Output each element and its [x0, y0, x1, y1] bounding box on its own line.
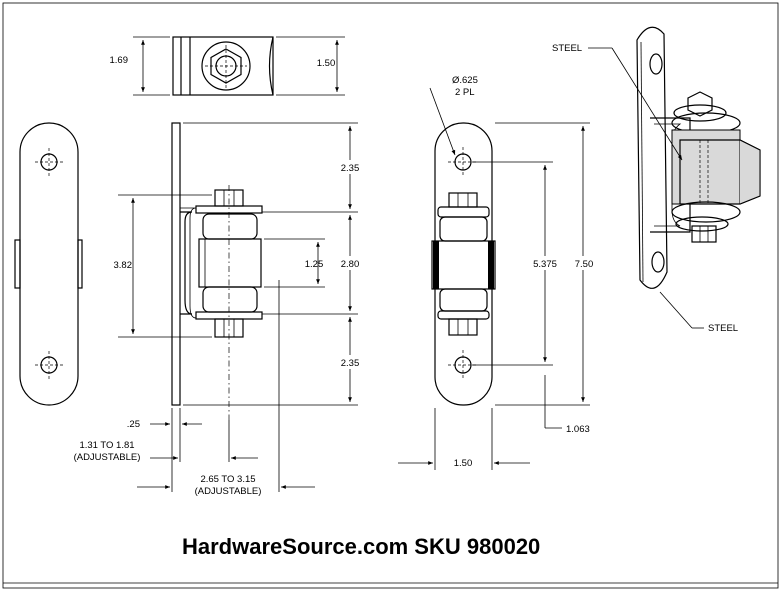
dim-end-offset: 1.063 — [566, 424, 590, 435]
dim-plate-width: 1.50 — [454, 458, 473, 469]
dim-seg-bot: 2.35 — [341, 358, 360, 369]
front-view: Ø.625 2 PL 5.375 7.50 1.063 1.50 — [398, 75, 598, 470]
dim-seg-mid: 2.80 — [341, 259, 360, 270]
side-vertical-dims: 2.35 2.80 2.35 — [183, 122, 362, 406]
callout-steel-bottom: STEEL — [708, 323, 738, 334]
plate-front-view — [14, 122, 83, 406]
dim-offset-note: (ADJUSTABLE) — [74, 452, 141, 463]
dim-offset-range: 1.31 TO 1.81 — [79, 440, 134, 451]
dim-hole-count: 2 PL — [455, 87, 475, 98]
dim-hole-dia: Ø.625 — [452, 75, 478, 86]
dim-plate-thickness: .25 — [127, 419, 140, 430]
drawing-border — [2, 2, 779, 589]
top-view: 1.69 1.50 — [110, 36, 345, 96]
dim-collar-height: 1.25 — [305, 259, 324, 270]
dim-overall-length: 7.50 — [575, 259, 594, 270]
callout-steel-top: STEEL — [552, 43, 582, 54]
side-view: 3.82 1.25 .25 1.31 TO 1.81 (ADJUSTABLE) … — [74, 122, 325, 497]
sku-caption: HardwareSource.com SKU 980020 — [182, 534, 540, 559]
dim-reach-note: (ADJUSTABLE) — [195, 486, 262, 497]
dim-top-width: 1.50 — [317, 58, 336, 69]
dim-reach-range: 2.65 TO 3.15 — [200, 474, 255, 485]
dim-hole-spacing: 5.375 — [533, 259, 557, 270]
dim-seg-top: 2.35 — [341, 163, 360, 174]
dim-bracket-height: 3.82 — [114, 260, 133, 271]
dim-top-height: 1.69 — [110, 55, 129, 66]
isometric-view: STEEL STEEL — [552, 26, 761, 334]
